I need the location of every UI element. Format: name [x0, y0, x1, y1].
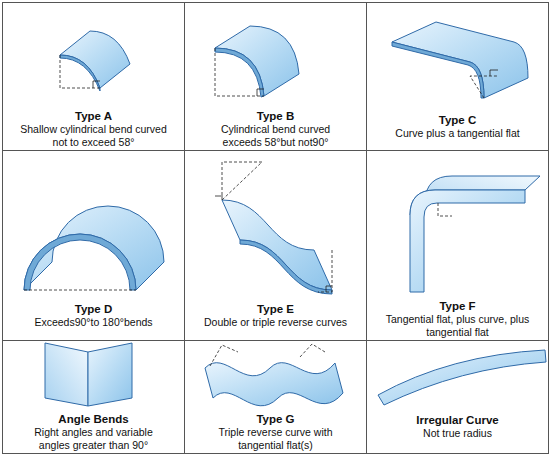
type-c-sheet [392, 22, 528, 98]
type-b-dims [215, 48, 264, 96]
type-d-edge [24, 234, 136, 290]
caption-block: Type EDouble or triple reverse curves [191, 302, 360, 329]
bend-type-description: Cylindrical bend curved exceeds 58°but n… [201, 123, 351, 148]
bend-type-title: Irregular Curve [373, 413, 542, 427]
type-e-dims [222, 162, 332, 292]
type-d-cell: Type DExceeds90°to 180°bends [2, 150, 185, 341]
bend-type-title: Type E [191, 302, 360, 316]
caption-block: Type DExceeds90°to 180°bends [9, 302, 178, 329]
irregular-sheet [378, 350, 546, 405]
type-e-sheet [222, 200, 332, 290]
type-a-dims [60, 55, 100, 88]
bend-type-description: Right angles and variable angles greater… [19, 426, 169, 451]
bend-type-description: Shallow cylindrical bend curved not to e… [19, 123, 169, 148]
type-b-cell: Type BCylindrical bend curved exceeds 58… [184, 2, 367, 151]
caption-block: Type CCurve plus a tangential flat [373, 113, 542, 140]
bend-type-title: Type F [373, 299, 542, 313]
right-angle-mark [215, 196, 223, 197]
right-angle-mark [490, 70, 498, 76]
angle-bends-cell: Angle BendsRight angles and variable ang… [2, 340, 185, 454]
type-f-sheet [410, 190, 525, 292]
bend-type-description: Curve plus a tangential flat [383, 127, 533, 140]
caption-block: Type FTangential flat, plus curve, plus … [373, 299, 542, 338]
caption-block: Type BCylindrical bend curved exceeds 58… [191, 109, 360, 148]
angle-left-panel [45, 343, 88, 406]
type-a-edge [60, 55, 100, 91]
bend-type-description: Triple reverse curve with tangential fla… [201, 426, 351, 451]
caption-block: Angle BendsRight angles and variable ang… [9, 412, 178, 451]
right-angle-mark [326, 286, 332, 292]
type-c-edge [392, 42, 484, 98]
irregular-curve-cell: Irregular CurveNot true radius [366, 340, 549, 454]
type-e-cell: Type EDouble or triple reverse curves [184, 150, 367, 341]
type-d-sheet [24, 206, 164, 290]
type-c-cell: Type CCurve plus a tangential flat [366, 2, 549, 151]
caption-block: Type GTriple reverse curve with tangenti… [191, 412, 360, 451]
bend-type-description: Not true radius [383, 427, 533, 440]
caption-block: Irregular CurveNot true radius [373, 413, 542, 440]
bend-type-title: Type C [373, 113, 542, 127]
bend-type-description: Exceeds90°to 180°bends [19, 316, 169, 329]
type-c-dims [470, 76, 498, 98]
type-g-cell: Type GTriple reverse curve with tangenti… [184, 340, 367, 454]
right-angle-mark [93, 81, 100, 88]
type-f-cell: Type FTangential flat, plus curve, plus … [366, 150, 549, 341]
type-g-dims [210, 344, 325, 366]
type-b-sheet [215, 26, 299, 96]
bend-type-title: Type A [9, 109, 178, 123]
caption-block: Type AShallow cylindrical bend curved no… [9, 109, 178, 148]
bend-type-title: Angle Bends [9, 412, 178, 426]
bend-type-title: Type B [191, 109, 360, 123]
bend-type-title: Type D [9, 302, 178, 316]
type-d-dims [24, 290, 136, 291]
angle-right-panel [88, 343, 132, 406]
type-g-sheet [205, 363, 343, 406]
bend-type-description: Double or triple reverse curves [201, 316, 351, 329]
type-b-edge [215, 48, 264, 97]
bend-type-description: Tangential flat, plus curve, plus tangen… [383, 313, 533, 338]
right-angle-mark [257, 89, 264, 96]
type-e-edge [240, 240, 332, 294]
type-f-dims [438, 203, 452, 216]
type-a-cell: Type AShallow cylindrical bend curved no… [2, 2, 185, 151]
bend-type-title: Type G [191, 412, 360, 426]
